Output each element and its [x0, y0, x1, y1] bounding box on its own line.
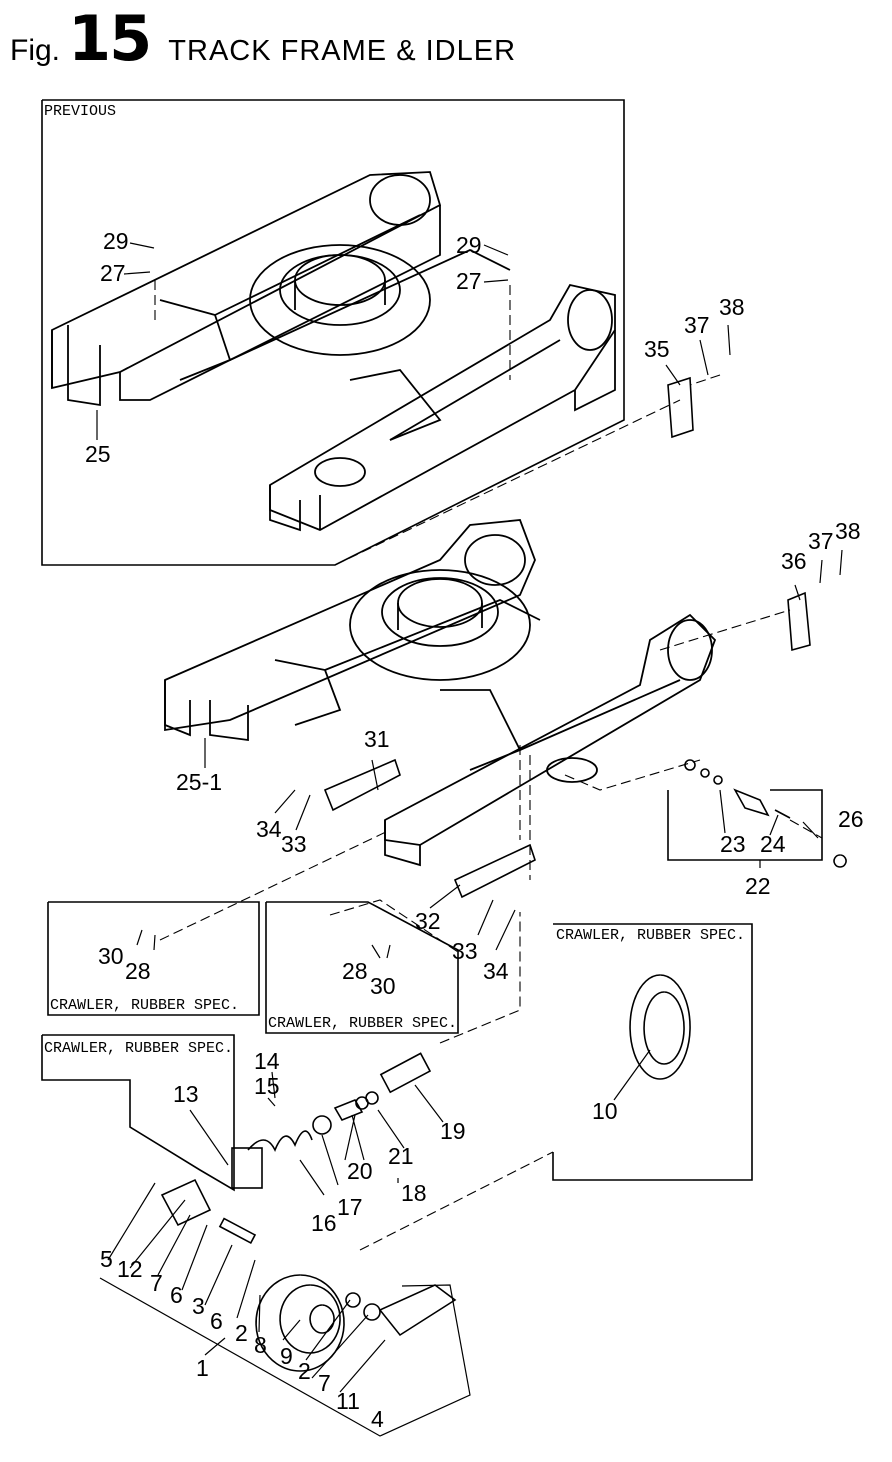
part-number: 38 — [719, 296, 745, 319]
guard-36 — [788, 593, 810, 650]
part-number: 27 — [456, 270, 482, 293]
part-number: 14 — [254, 1050, 280, 1073]
shaft-3 — [220, 1219, 255, 1243]
part-number: 35 — [644, 338, 670, 361]
track-frame-previous — [52, 172, 615, 530]
cylinder-20 — [335, 1100, 362, 1120]
spring-16 — [248, 1131, 312, 1150]
part-number: 23 — [720, 833, 746, 856]
part-number: 25 — [85, 443, 111, 466]
part-number: 24 — [760, 833, 786, 856]
part-number: 30 — [98, 945, 124, 968]
part-number: 3 — [192, 1295, 205, 1318]
part-number: 29 — [103, 230, 129, 253]
part-number: 37 — [684, 314, 710, 337]
box-label-rubber-right: CRAWLER, RUBBER SPEC. — [556, 927, 745, 944]
seal-17 — [313, 1116, 331, 1134]
part-number: 33 — [281, 833, 307, 856]
part-number: 21 — [388, 1145, 414, 1168]
rod-19 — [381, 1053, 430, 1092]
part-number: 7 — [318, 1372, 331, 1395]
box-label-rubber-left: CRAWLER, RUBBER SPEC. — [50, 997, 239, 1014]
part-number: 12 — [117, 1258, 143, 1281]
grease-cylinder — [735, 790, 790, 818]
part-number: 15 — [254, 1075, 280, 1098]
part-number: 7 — [150, 1272, 163, 1295]
part-number: 9 — [280, 1345, 293, 1368]
part-number: 32 — [415, 910, 441, 933]
part-number: 11 — [336, 1390, 360, 1413]
part-number: 6 — [170, 1284, 183, 1307]
part-number: 1 — [196, 1357, 209, 1380]
part-number: 2 — [235, 1322, 248, 1345]
bracket-11 — [380, 1285, 455, 1335]
guard-35 — [668, 378, 693, 437]
yoke-12 — [162, 1180, 210, 1225]
part-number: 34 — [483, 960, 509, 983]
part-number: 26 — [838, 808, 864, 831]
part-number: 10 — [592, 1100, 618, 1123]
part-number: 6 — [210, 1310, 223, 1333]
part-number: 18 — [401, 1182, 427, 1205]
part-number: 30 — [370, 975, 396, 998]
part-number: 36 — [781, 550, 807, 573]
part-number: 33 — [452, 940, 478, 963]
part-number: 19 — [440, 1120, 466, 1143]
idler-wheel-10 — [630, 975, 690, 1079]
part-number: 17 — [337, 1196, 363, 1219]
bracket-13 — [232, 1148, 262, 1188]
track-frame-25-1 — [165, 520, 715, 865]
plate-31 — [325, 760, 400, 810]
part-number: 5 — [100, 1248, 113, 1271]
plate-32 — [455, 845, 535, 897]
rubber-spec-box-right — [553, 924, 752, 1180]
box-label-rubber-middle: CRAWLER, RUBBER SPEC. — [268, 1015, 457, 1032]
part-number: 27 — [100, 262, 126, 285]
box-label-rubber-lower-left: CRAWLER, RUBBER SPEC. — [44, 1040, 233, 1057]
part-number: 31 — [364, 728, 390, 751]
part-number: 28 — [342, 960, 368, 983]
part-number: 22 — [745, 875, 771, 898]
part-number: 16 — [311, 1212, 337, 1235]
part-number: 2 — [298, 1360, 311, 1383]
part-number: 8 — [254, 1334, 267, 1357]
box-label-previous: PREVIOUS — [44, 103, 116, 120]
rubber-spec-box-lower-left — [42, 1035, 234, 1190]
part-number: 25-1 — [176, 771, 222, 794]
part-number: 37 — [808, 530, 834, 553]
part-number: 28 — [125, 960, 151, 983]
part-number: 34 — [256, 818, 282, 841]
part-number: 29 — [456, 234, 482, 257]
previous-box — [42, 100, 624, 565]
part-number: 13 — [173, 1083, 199, 1106]
part-number: 38 — [835, 520, 861, 543]
part-number: 20 — [347, 1160, 373, 1183]
part-number: 4 — [371, 1408, 384, 1431]
